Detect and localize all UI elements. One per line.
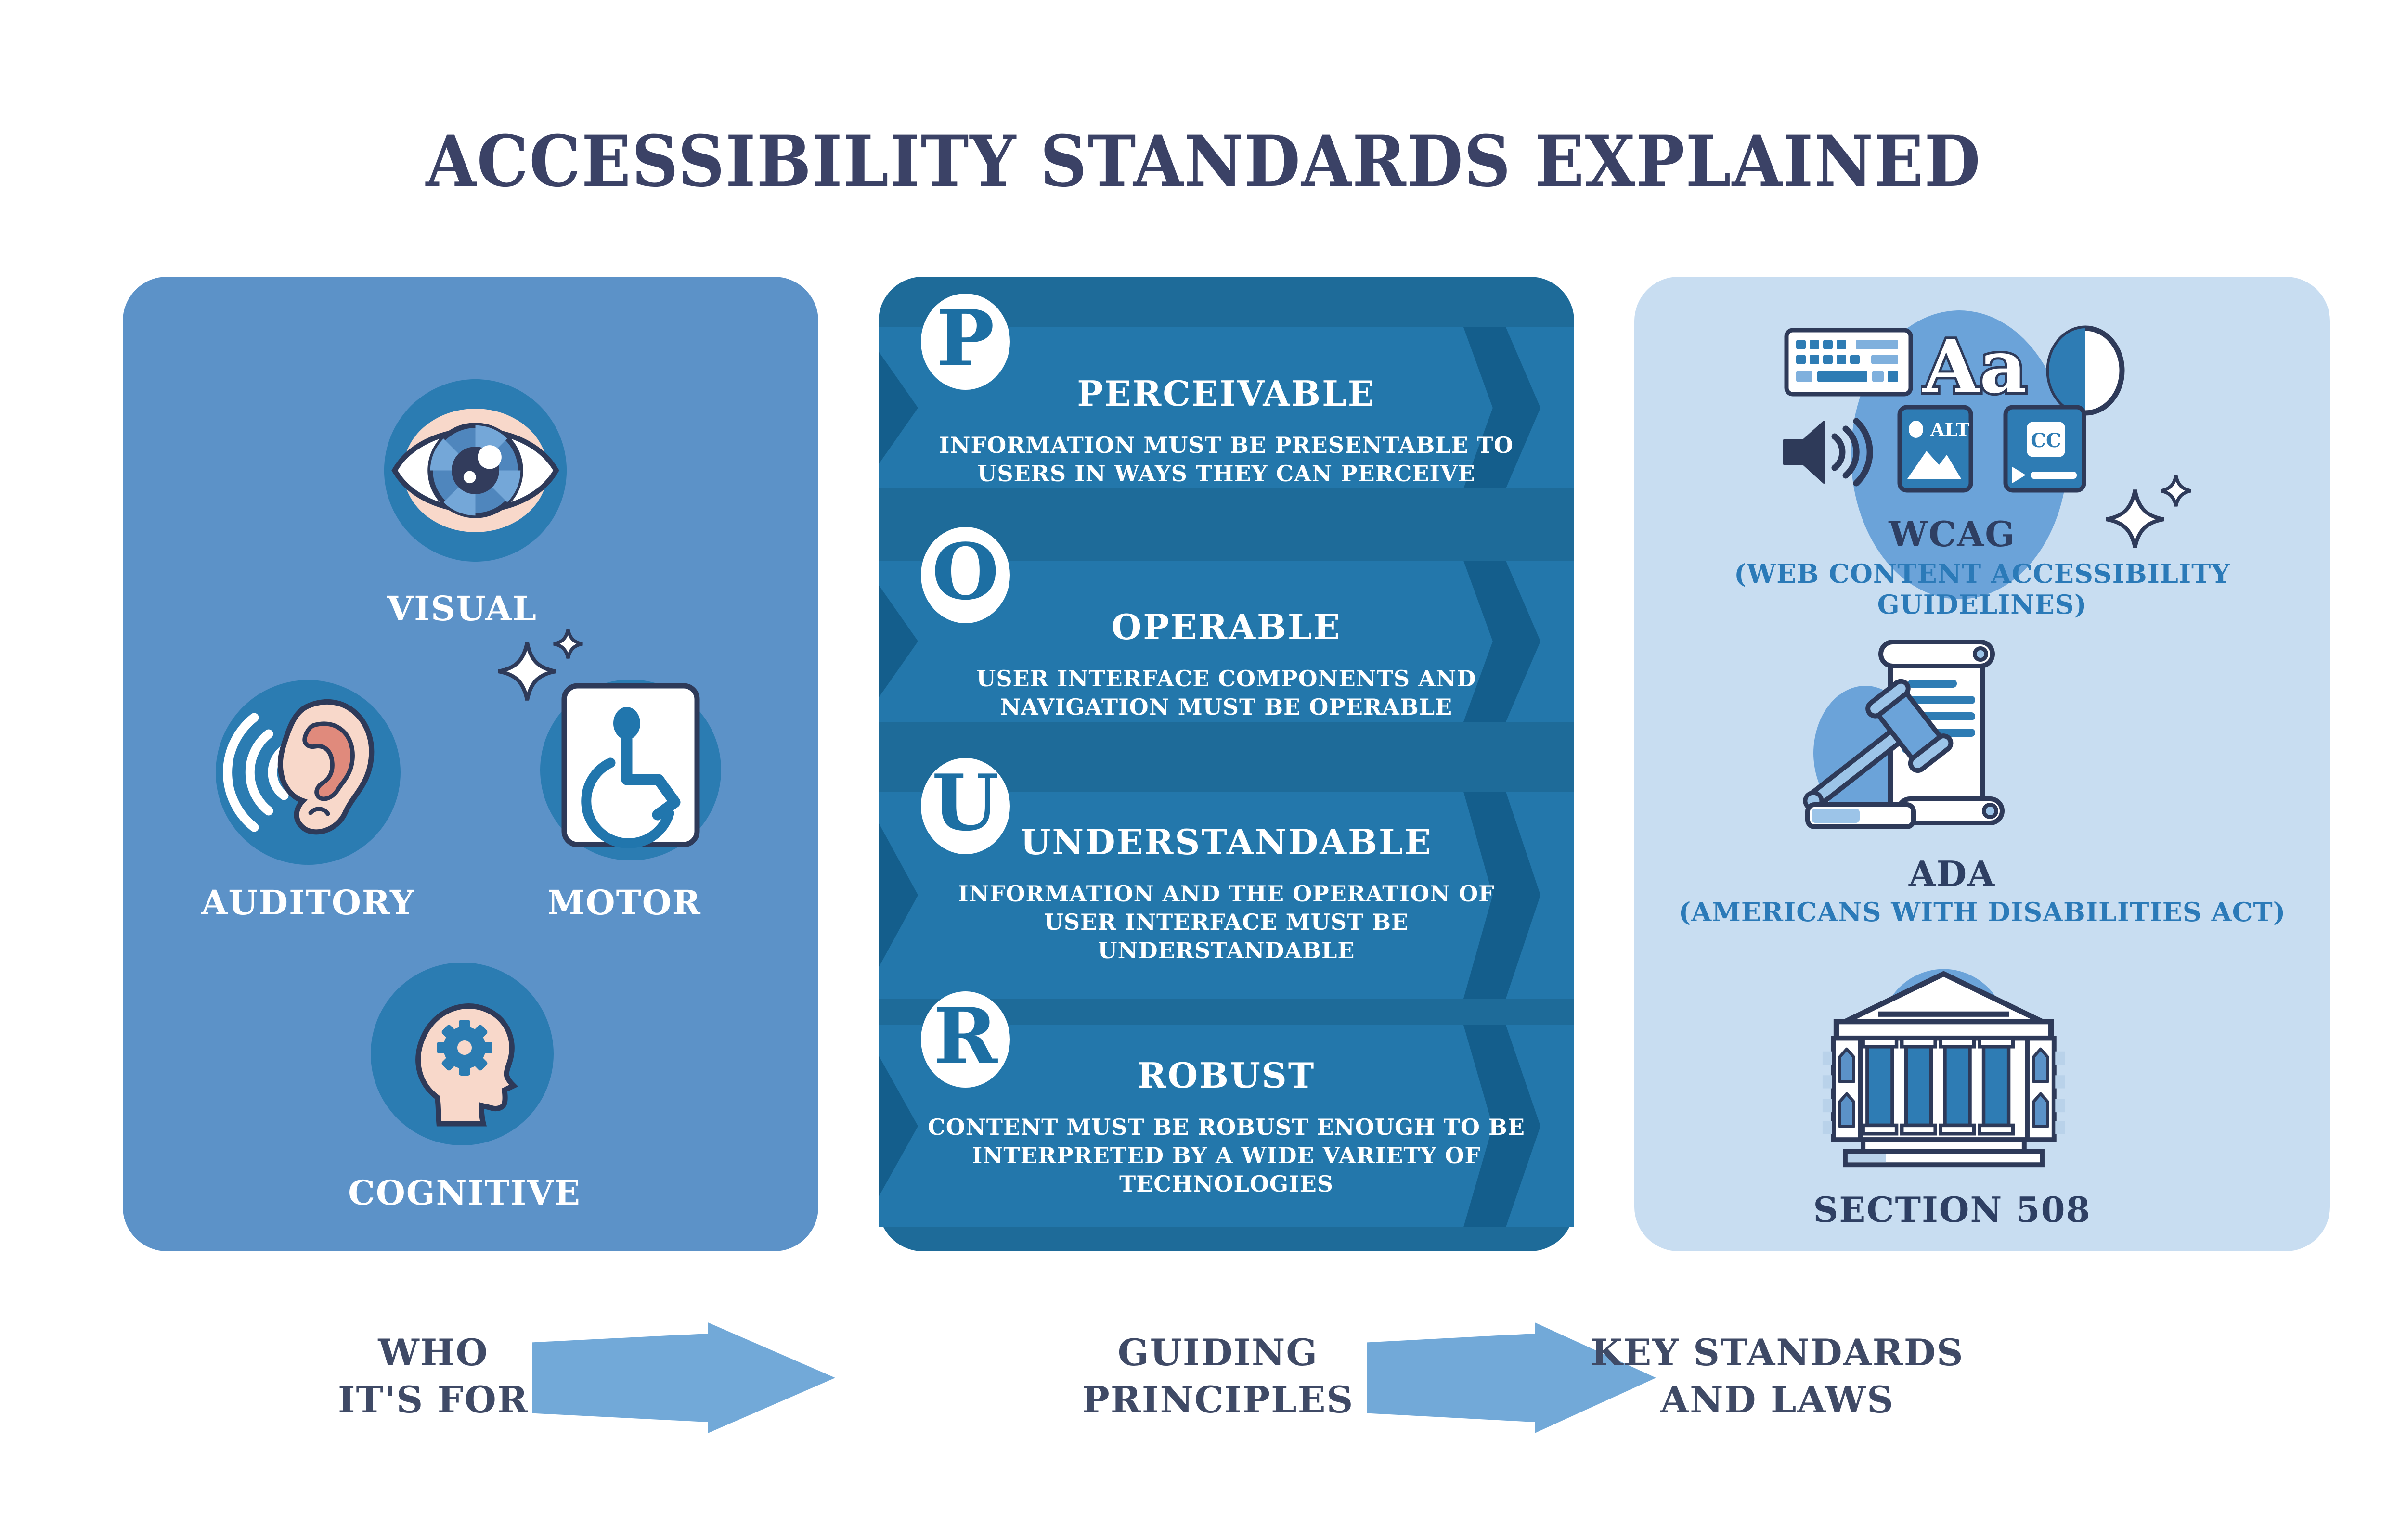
principle-title: ROBUST [1137, 1055, 1316, 1096]
principle-ribbon-perceivable: PERCEIVABLE INFORMATION MUST BE PRESENTA… [879, 327, 1574, 488]
principle-desc-line: UNDERSTANDABLE [1098, 937, 1355, 963]
flow-line: IT'S FOR [337, 1378, 529, 1421]
principle-letter: R [933, 991, 997, 1081]
gavel-scroll-icon [1803, 640, 2005, 829]
closed-captions-icon: CC [2003, 405, 2086, 493]
flow-label-standards: KEY STANDARDS AND LAWS [1585, 1329, 1970, 1424]
flow-line: WHO [378, 1331, 489, 1374]
flow-label-guiding: GUIDING PRINCIPLES [1025, 1329, 1411, 1424]
alt-label: ALT [1930, 419, 1969, 440]
audio-speaker-icon [1783, 418, 1873, 487]
flow-line: KEY STANDARDS [1591, 1331, 1964, 1374]
flow-line: PRINCIPLES [1082, 1378, 1354, 1421]
principle-letter-badge: P [921, 294, 1010, 390]
who-label-motor: MOTOR [547, 883, 701, 923]
principle-title: OPERABLE [1111, 606, 1342, 647]
standards-panel: Aa ALT CC WCAG (WEB CONTENT ACCESSIBILIT… [1634, 277, 2330, 1251]
principle-desc-line: NAVIGATION MUST BE OPERABLE [1000, 694, 1453, 720]
government-building-icon [1822, 969, 2065, 1168]
wheelchair-icon [540, 680, 721, 860]
who-label-cognitive: COGNITIVE [348, 1173, 581, 1213]
ear-icon [216, 680, 401, 865]
standard-ada-fullname: (AMERICANS WITH DISABILITIES ACT) [1678, 897, 2286, 927]
principle-desc-line: INFORMATION MUST BE PRESENTABLE TO [939, 432, 1514, 458]
cc-label: CC [2031, 429, 2061, 452]
standard-wcag-label: WCAG [1889, 513, 2016, 554]
standard-ada-label: ADA [1908, 853, 1996, 894]
principle-desc-line: USER INTERFACE COMPONENTS AND [976, 666, 1476, 692]
principle-desc-line: INTERPRETED BY A WIDE VARIETY OF [971, 1142, 1481, 1168]
page-title: ACCESSIBILITY STANDARDS EXPLAINED [426, 120, 1981, 203]
aa-glyph: Aa [1922, 325, 2027, 409]
principle-title: PERCEIVABLE [1077, 373, 1376, 414]
font-size-aa-icon: Aa [1921, 325, 2029, 409]
standard-wcag-fullname: (WEB CONTENT ACCESSIBILITY GUIDELINES) [1734, 558, 2230, 620]
principle-letter: U [932, 757, 999, 848]
head-gear-icon [371, 962, 554, 1145]
principle-letter-badge: U [921, 758, 1010, 854]
principles-panel: PERCEIVABLE INFORMATION MUST BE PRESENTA… [879, 277, 1574, 1251]
principle-letter-badge: R [921, 991, 1010, 1088]
principle-desc-line: TECHNOLOGIES [1119, 1171, 1333, 1197]
principle-letter: P [936, 293, 995, 384]
who-panel: VISUAL AUDITORY MOTOR [123, 277, 818, 1251]
principle-desc-line: CONTENT MUST BE ROBUST ENOUGH TO BE [928, 1114, 1525, 1140]
principle-title: UNDERSTANDABLE [1020, 821, 1433, 862]
keyboard-icon [1784, 328, 1913, 397]
sparkles-icon [2106, 475, 2191, 548]
flow-line: AND LAWS [1660, 1378, 1894, 1421]
who-label-auditory: AUDITORY [201, 883, 415, 923]
principle-desc-line: USER INTERFACE MUST BE [1044, 909, 1409, 935]
principle-desc-line: USERS IN WAYS THEY CAN PERCEIVE [977, 461, 1475, 487]
principle-letter-badge: O [921, 527, 1010, 623]
standard-section508-label: SECTION 508 [1813, 1189, 2091, 1230]
principle-letter: O [932, 526, 999, 617]
contrast-icon [2046, 325, 2125, 416]
flow-label-who: WHO IT'S FOR [241, 1329, 626, 1424]
who-label-visual: VISUAL [387, 589, 538, 629]
eye-icon [384, 379, 567, 562]
sparkles-icon [498, 629, 583, 701]
flow-line: GUIDING [1117, 1331, 1319, 1374]
principle-desc-line: INFORMATION AND THE OPERATION OF [958, 881, 1495, 907]
alt-text-image-icon: ALT [1897, 405, 1973, 493]
